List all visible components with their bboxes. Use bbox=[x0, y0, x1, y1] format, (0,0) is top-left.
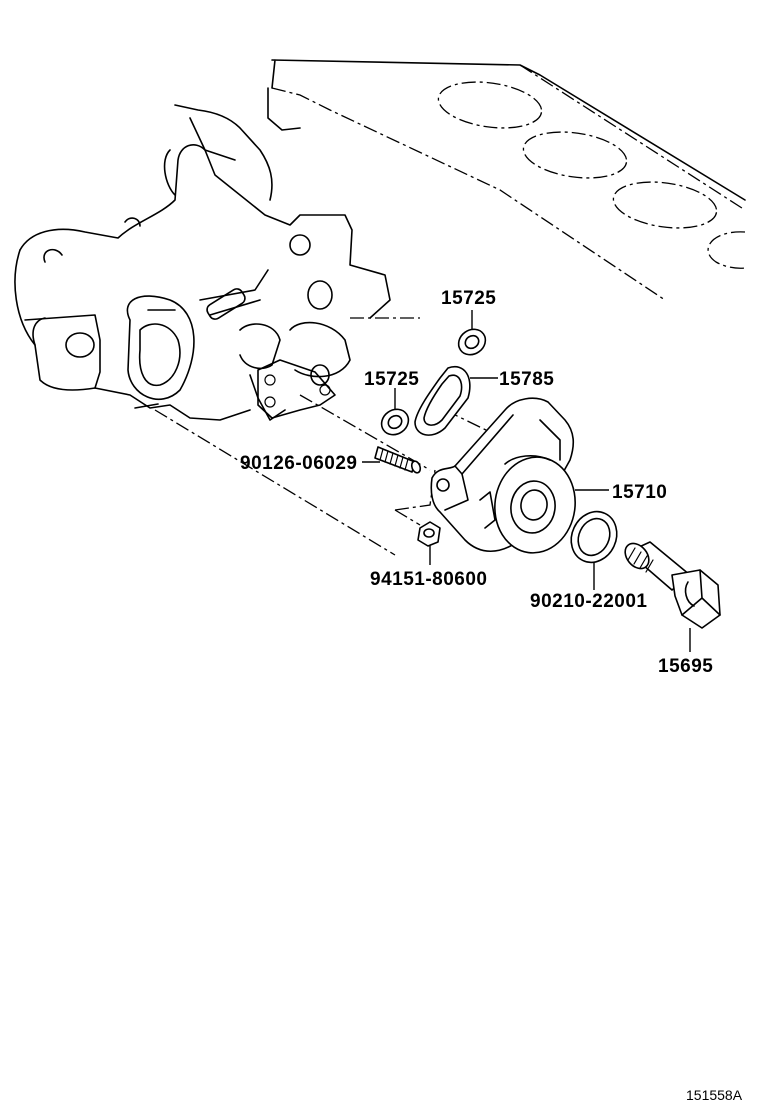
label-oil-seal-lower: 15725 bbox=[364, 369, 419, 390]
stud-bolt bbox=[374, 446, 422, 474]
diagram-code: 151558A bbox=[686, 1087, 743, 1103]
mounting-surface bbox=[154, 317, 491, 556]
leader-lines bbox=[362, 310, 691, 652]
o-ring bbox=[570, 510, 618, 564]
label-stud: 90126-06029 bbox=[240, 453, 358, 474]
label-oil-seal-upper: 15725 bbox=[441, 288, 496, 309]
cover-gasket bbox=[414, 365, 471, 436]
label-oil-filter-cover: 15710 bbox=[612, 482, 667, 503]
oil-filter-cover bbox=[430, 397, 576, 554]
pump-housing bbox=[14, 104, 391, 421]
oil-seal-lower bbox=[380, 408, 410, 436]
nut bbox=[417, 521, 441, 547]
label-o-ring: 90210-22001 bbox=[530, 591, 648, 612]
label-union-bolt: 15695 bbox=[658, 656, 713, 677]
label-nut: 94151-80600 bbox=[370, 569, 488, 590]
oil-seal-upper bbox=[457, 328, 487, 356]
engine-block-outline bbox=[267, 59, 746, 301]
label-gasket: 15785 bbox=[499, 369, 554, 390]
union-bolt bbox=[624, 541, 721, 629]
